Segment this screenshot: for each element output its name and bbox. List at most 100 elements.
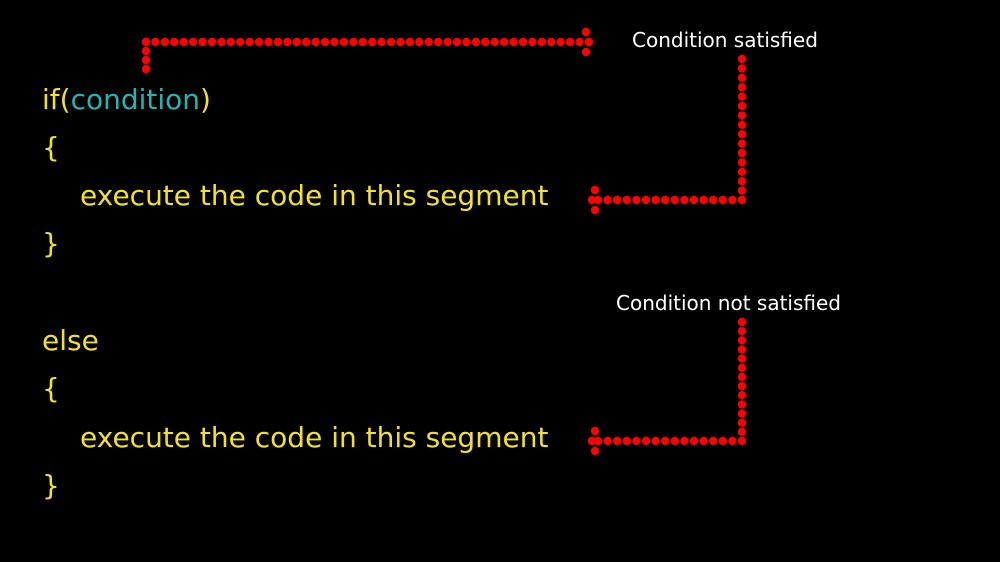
arrow-dot [728, 195, 737, 205]
if-keyword: if( [42, 83, 71, 116]
condition-satisfied-label: Condition satisfied [632, 28, 818, 52]
arrow-dot [509, 37, 518, 47]
arrow-dot [737, 130, 747, 139]
arrow-dot [737, 92, 747, 101]
arrow-dot [632, 195, 641, 205]
arrow-dot [490, 37, 499, 47]
arrow-dot [737, 73, 747, 83]
arrow-dot [699, 195, 708, 205]
arrow-dot [245, 37, 254, 47]
arrow-dot [737, 363, 747, 372]
arrow-dot [198, 37, 207, 47]
arrow-dot [737, 148, 747, 158]
condition-text: condition [70, 83, 201, 116]
arrow-dot [737, 54, 747, 64]
arrow-dot [424, 37, 433, 47]
arrow-dot [737, 120, 747, 129]
arrow-dot [689, 195, 699, 205]
arrow-dot [405, 37, 415, 47]
arrow-dot [689, 436, 699, 446]
arrow-dot [349, 37, 358, 47]
arrow-dot [283, 37, 292, 47]
arrow-dot [737, 158, 747, 167]
arrow-dot [415, 37, 424, 47]
if-close-brace: } [42, 227, 60, 260]
arrow-dot [217, 37, 226, 47]
arrowhead-dot [590, 185, 600, 195]
arrow-dot [737, 354, 747, 363]
arrow-dot [613, 436, 622, 446]
arrow-dot [264, 37, 273, 47]
arrow-dot [226, 37, 235, 47]
arrow-dot [737, 372, 747, 382]
arrow-dot [737, 64, 747, 73]
arrow-dot [709, 436, 718, 446]
arrowhead-dot [590, 446, 600, 456]
arrow-dot [179, 37, 188, 47]
arrow-dot [311, 37, 320, 47]
arrow-dot [699, 436, 708, 446]
close-paren: ) [200, 83, 211, 116]
arrow-dot [680, 436, 689, 446]
arrow-dot [603, 436, 612, 446]
arrow-dot [537, 37, 547, 47]
arrow-dot [443, 37, 452, 47]
arrow-dot [518, 37, 528, 47]
arrow-satisfied-to-if-body [587, 54, 747, 215]
arrow-dot [141, 37, 151, 47]
arrow-dot [396, 37, 405, 47]
arrow-dot [718, 436, 727, 446]
arrow-dot [330, 37, 339, 47]
arrow-dot [160, 37, 170, 47]
arrow-dot [320, 37, 330, 47]
arrow-dot [273, 37, 283, 47]
arrow-dot [670, 436, 679, 446]
arrowhead-dot [590, 426, 600, 436]
arrow-dot [737, 391, 747, 400]
arrow-dot [622, 436, 631, 446]
arrowhead-dot [587, 436, 597, 446]
arrow-dot [481, 37, 490, 47]
arrow-dot [737, 139, 747, 148]
arrow-dot [613, 195, 622, 205]
arrow-dot [207, 37, 217, 47]
arrow-dot [632, 436, 641, 446]
arrow-dot [603, 195, 612, 205]
arrow-dot [547, 37, 556, 47]
arrowhead-dot [581, 47, 591, 57]
arrow-dot [737, 381, 747, 391]
arrow-dot [452, 37, 462, 47]
arrow-dot [622, 195, 631, 205]
arrow-dot [737, 400, 747, 409]
arrow-dot [661, 436, 670, 446]
arrowhead-dot [590, 205, 600, 215]
arrow-dot [737, 418, 747, 427]
arrow-dot [471, 37, 481, 47]
else-keyword: else [42, 324, 99, 357]
arrow-dot [737, 427, 747, 436]
arrow-dot [737, 177, 747, 186]
arrow-not-satisfied-to-else-body [587, 317, 747, 456]
else-close-brace: } [42, 469, 60, 502]
arrow-dot [575, 37, 584, 47]
arrow-dot [737, 195, 747, 205]
arrow-dot [737, 345, 747, 354]
arrow-dot [709, 195, 718, 205]
arrow-dot [556, 37, 565, 47]
arrow-dot [141, 46, 151, 56]
arrow-dot [141, 64, 151, 74]
arrow-dot [254, 37, 264, 47]
arrow-dot [641, 195, 651, 205]
arrow-dot [651, 195, 660, 205]
arrow-dot [462, 37, 471, 47]
arrow-dot [593, 436, 603, 446]
arrow-dot [434, 37, 443, 47]
arrow-dot [565, 37, 575, 47]
arrow-dot [188, 37, 198, 47]
arrow-dot [170, 37, 179, 47]
arrow-dot [236, 37, 245, 47]
arrow-dot [151, 37, 160, 47]
arrow-dot [386, 37, 396, 47]
if-body-text: execute the code in this segment [80, 179, 549, 212]
